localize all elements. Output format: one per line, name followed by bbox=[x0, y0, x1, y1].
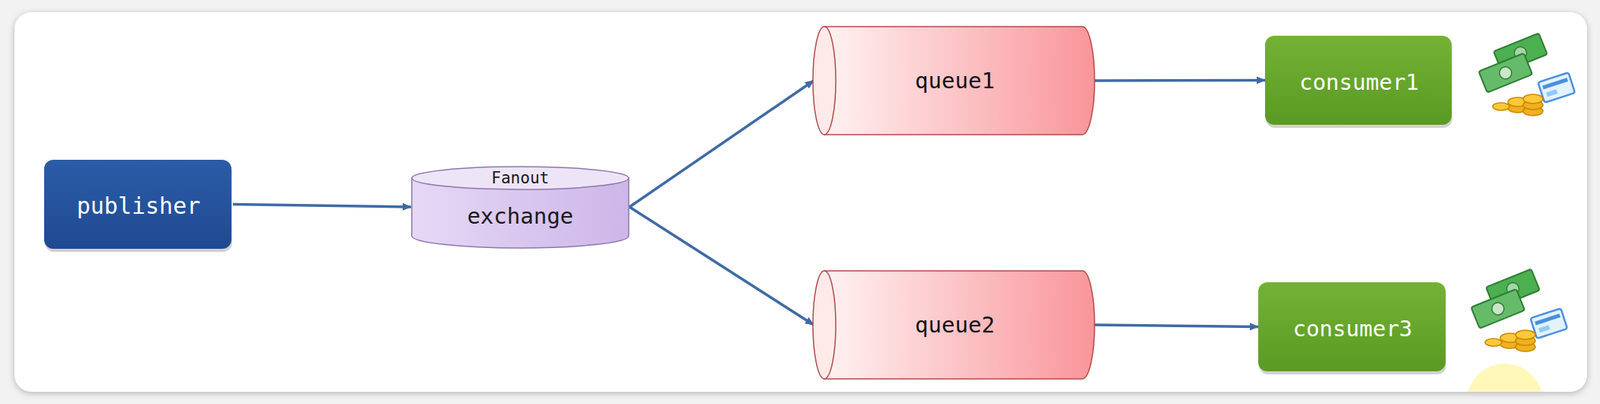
flow-arrow bbox=[1094, 79, 1266, 83]
node-label: publisher bbox=[76, 192, 201, 220]
flow-arrow bbox=[629, 80, 814, 208]
node-label: consumer3 bbox=[1292, 315, 1412, 342]
flow-arrow bbox=[1094, 325, 1259, 328]
exchange-cylinder: Fanout exchange bbox=[411, 165, 630, 249]
node-label: queue1 bbox=[914, 67, 995, 94]
money-icon bbox=[1471, 269, 1569, 352]
money-icon bbox=[1478, 33, 1576, 116]
publisher-box: publisher bbox=[44, 159, 233, 252]
node-label: queue2 bbox=[914, 312, 995, 338]
node-label: exchange bbox=[467, 203, 574, 230]
node-label: consumer1 bbox=[1299, 69, 1419, 96]
cursor-highlight bbox=[1466, 363, 1543, 393]
consumer-box: consumer3 bbox=[1258, 282, 1448, 375]
queue-cylinder: queue2 bbox=[812, 270, 1095, 380]
exchange-type: Fanout bbox=[491, 168, 550, 188]
consumer-box: consumer1 bbox=[1265, 35, 1454, 128]
flow-arrow bbox=[629, 207, 814, 326]
queue-cylinder: queue1 bbox=[812, 25, 1095, 136]
flow-arrow bbox=[232, 204, 412, 208]
